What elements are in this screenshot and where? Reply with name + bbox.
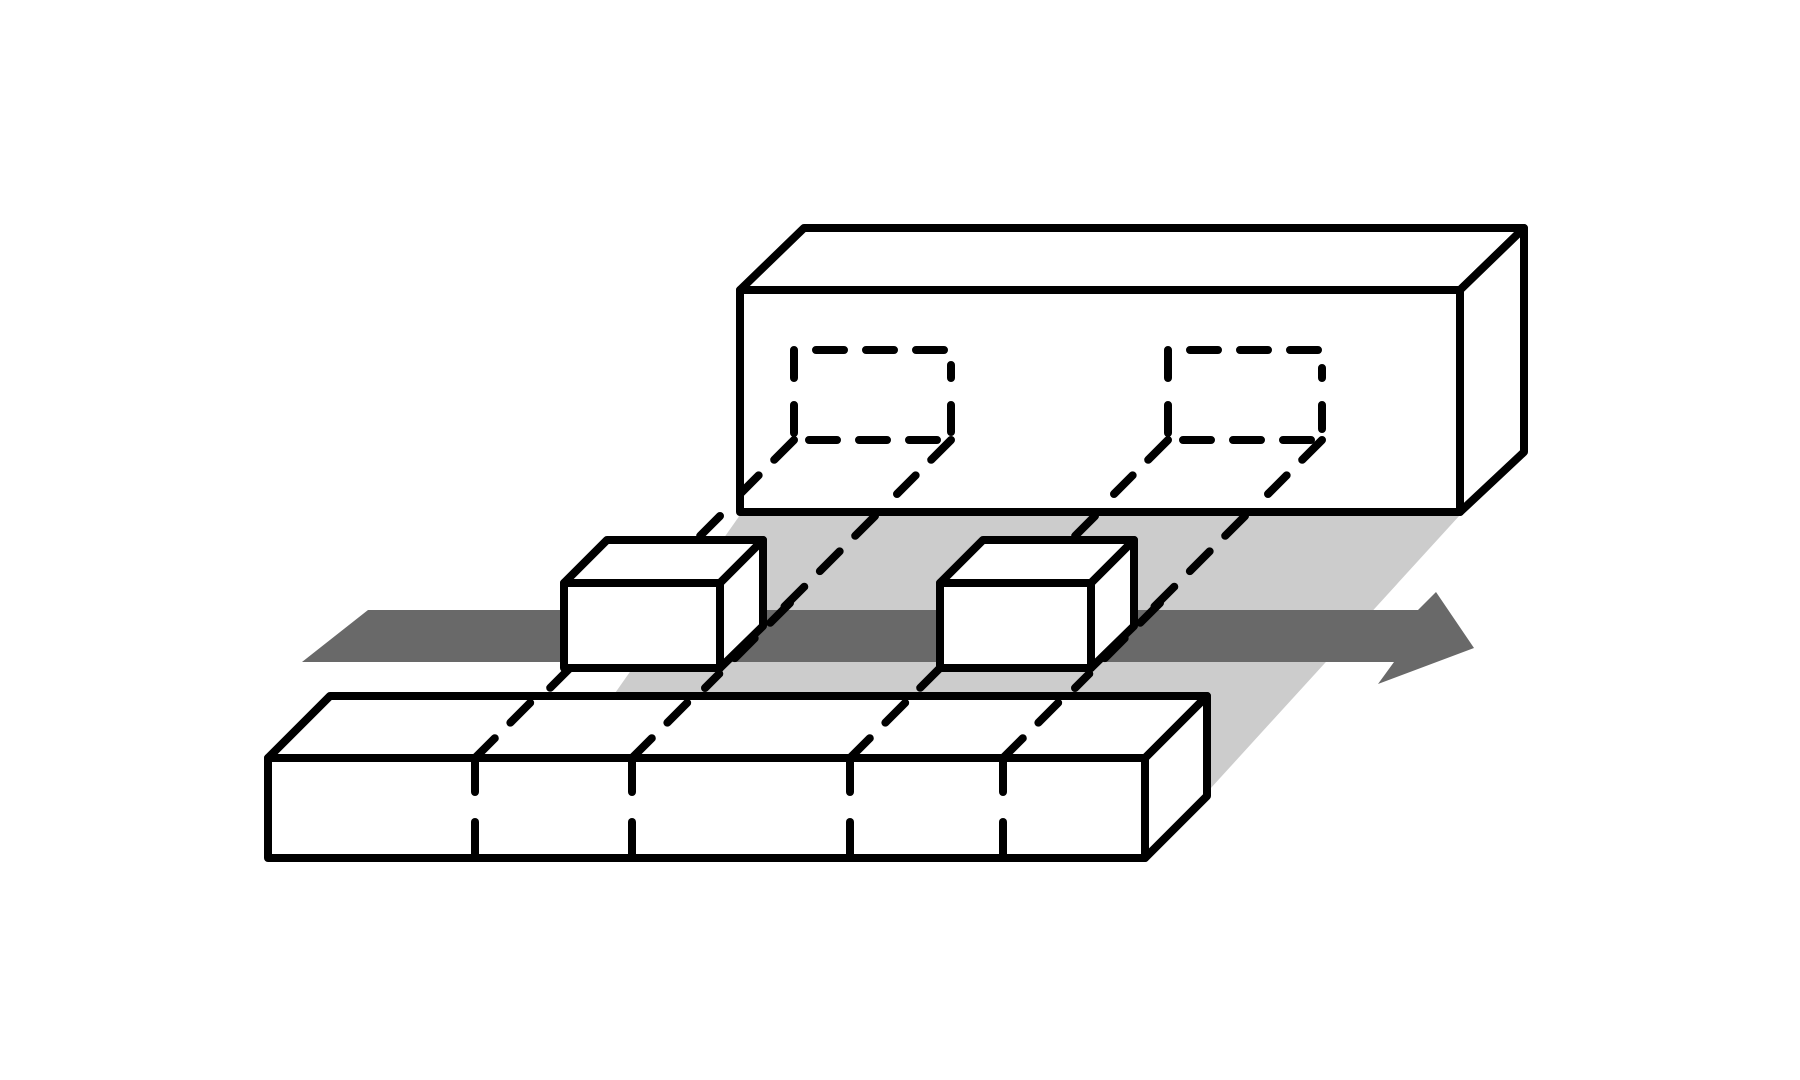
- base-box: [264, 692, 1211, 862]
- small-box-right: [936, 536, 1138, 672]
- small-box-left: [560, 536, 767, 672]
- base-box-front-face: [264, 754, 1149, 862]
- small-box-right-front: [936, 579, 1095, 672]
- top-box-side-face: [1456, 224, 1528, 516]
- top-box-front-face: [736, 286, 1464, 516]
- base-slot-marks: [471, 754, 1007, 862]
- top-box: [736, 224, 1528, 516]
- top-box-top-face: [736, 224, 1528, 294]
- projection-outline-right: [1110, 346, 1326, 498]
- base-box-side-face: [1141, 692, 1211, 862]
- base-box-top-face: [264, 692, 1211, 762]
- small-box-left-front: [560, 579, 724, 672]
- projection-outline-left: [736, 346, 955, 498]
